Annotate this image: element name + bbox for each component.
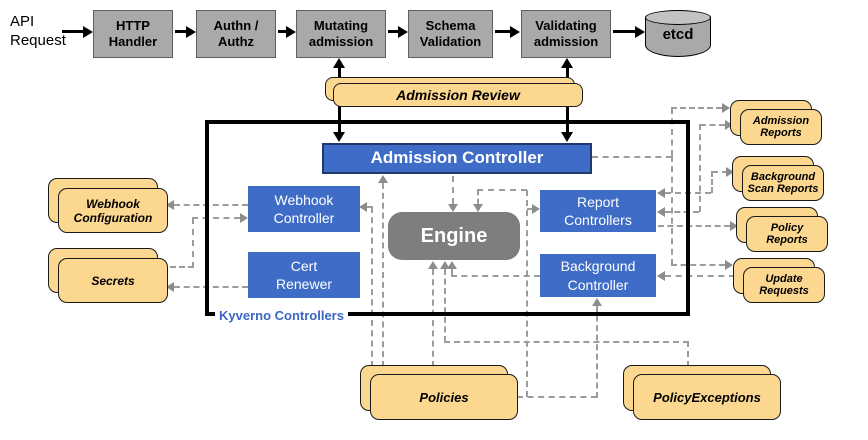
node-admission-controller: Admission Controller	[322, 143, 592, 174]
connector-backgroundctrl-to-engine	[451, 275, 540, 277]
arrowhead-icon	[186, 26, 196, 38]
connector-arrowhead	[440, 261, 450, 269]
node-engine: Engine	[388, 212, 520, 260]
arrow-validating-to-etcd	[613, 30, 636, 33]
arrowhead-icon	[333, 132, 345, 142]
node-cert-renewer: Cert Renewer	[248, 252, 360, 298]
connector-secrets-to-webhookctrl	[192, 217, 240, 219]
connector-arrowhead	[657, 271, 665, 281]
arrow-mutating-to-schema	[388, 30, 399, 33]
connector-reportctrls-to-policyreports	[658, 225, 730, 227]
arrowhead-icon	[635, 26, 645, 38]
node-background-controller: Background Controller	[540, 254, 656, 297]
connector-policyexceptions-to-engine	[687, 341, 689, 367]
connector-admissionctrl-to-admissionreports	[671, 108, 673, 156]
connector-bgscanreports-reportctrls	[711, 171, 713, 193]
connector-policies-to-backgroundctrl	[517, 396, 597, 398]
connector-policies-to-webhookctrl	[371, 207, 373, 367]
node-schema-validation: Schema Validation	[408, 10, 493, 58]
connector-arrowhead	[657, 188, 665, 198]
connector-arrowhead	[532, 204, 540, 214]
api-request-label: API Request	[10, 13, 66, 49]
node-policy-reports: Policy Reports	[746, 216, 828, 252]
node-authn-authz: Authn / Authz	[196, 10, 276, 58]
connector-secrets-to-webhookctrl	[192, 218, 194, 268]
arrowhead-icon	[83, 26, 93, 38]
node-background-scan-reports: Background Scan Reports	[742, 165, 824, 201]
node-policies: Policies	[370, 374, 518, 420]
node-admission-review: Admission Review	[333, 83, 583, 107]
connector-admissionctrl-to-engine	[452, 176, 454, 204]
connector-secrets-to-webhookctrl	[170, 266, 194, 268]
arrow-http-to-authn	[175, 30, 187, 33]
kyverno-controllers-group-box	[205, 120, 690, 316]
arrowhead-icon	[286, 26, 296, 38]
connector-arrowhead	[657, 207, 665, 217]
connector-admissionctrl-to-updaterequests	[671, 156, 673, 265]
node-webhook-controller: Webhook Controller	[248, 186, 360, 232]
arrowhead-icon	[398, 26, 408, 38]
connector-policies-to-admissionctrl	[382, 183, 384, 367]
connector-arrowhead	[722, 103, 730, 113]
arrow-authn-to-mutating	[278, 30, 287, 33]
connector-arrowhead	[166, 282, 174, 292]
connector-admissionctrl-to-updaterequests	[671, 264, 725, 266]
connector-admissionreports-reportctrls	[699, 124, 701, 212]
connector-arrowhead	[725, 120, 733, 130]
connector-certrenewer-to-secrets	[174, 286, 248, 288]
connector-backgroundctrl-to-engine	[451, 269, 453, 277]
connector-policies-riser	[526, 190, 528, 397]
connector-updaterequests-backgroundctrl	[665, 275, 735, 277]
connector-webhookctrl-to-webhookconfig	[174, 204, 248, 206]
node-secrets: Secrets	[58, 258, 168, 303]
connector-policyexceptions-to-engine	[444, 341, 689, 343]
arrowhead-icon	[333, 58, 345, 68]
arrow-schema-to-validating	[495, 30, 511, 33]
connector-policies-to-engine-top	[477, 190, 479, 204]
connector-arrowhead	[726, 167, 734, 177]
connector-admissionreports-reportctrls	[700, 124, 725, 126]
arrowhead-icon	[510, 26, 520, 38]
arrow-api-to-http	[62, 30, 84, 33]
node-mutating-admission: Mutating admission	[296, 10, 386, 58]
connector-arrowhead	[725, 260, 733, 270]
connector-policies-to-engine-top	[477, 189, 527, 191]
connector-admissionctrl-to-admissionreports	[671, 107, 722, 109]
etcd-cylinder-body	[645, 17, 711, 57]
connector-arrowhead	[592, 298, 602, 306]
connector-policies-to-reportctrls	[527, 208, 534, 210]
node-update-requests: Update Requests	[743, 267, 825, 303]
connector-arrowhead	[428, 261, 438, 269]
connector-policyexceptions-to-engine	[444, 269, 446, 342]
connector-arrowhead	[166, 200, 174, 210]
node-policy-exceptions: PolicyExceptions	[633, 374, 781, 420]
connector-admissionctrl-out	[592, 156, 672, 158]
connector-policies-to-engine	[432, 269, 434, 367]
node-report-controllers: Report Controllers	[540, 190, 656, 232]
connector-admissionreports-reportctrls	[665, 211, 699, 213]
kyverno-controllers-group-label: Kyverno Controllers	[215, 308, 348, 323]
connector-arrowhead	[359, 202, 367, 212]
connector-policies-to-backgroundctrl	[596, 306, 598, 398]
connector-arrowhead	[240, 213, 248, 223]
connector-arrowhead	[730, 221, 738, 231]
node-etcd: etcd	[645, 10, 711, 57]
connector-arrowhead	[378, 175, 388, 183]
node-validating-admission: Validating admission	[521, 10, 611, 58]
connector-arrowhead	[447, 261, 457, 269]
node-admission-reports: Admission Reports	[740, 109, 822, 145]
connector-policies-to-webhookctrl	[364, 206, 373, 208]
arrowhead-icon	[561, 58, 573, 68]
connector-bgscanreports-reportctrls	[712, 171, 728, 173]
node-webhook-configuration: Webhook Configuration	[58, 188, 168, 233]
connector-arrowhead	[448, 204, 458, 212]
arrowhead-icon	[561, 132, 573, 142]
etcd-cylinder-top	[645, 10, 711, 25]
node-http-handler: HTTP Handler	[93, 10, 173, 58]
connector-arrowhead	[473, 204, 483, 212]
etcd-label: etcd	[662, 26, 694, 43]
